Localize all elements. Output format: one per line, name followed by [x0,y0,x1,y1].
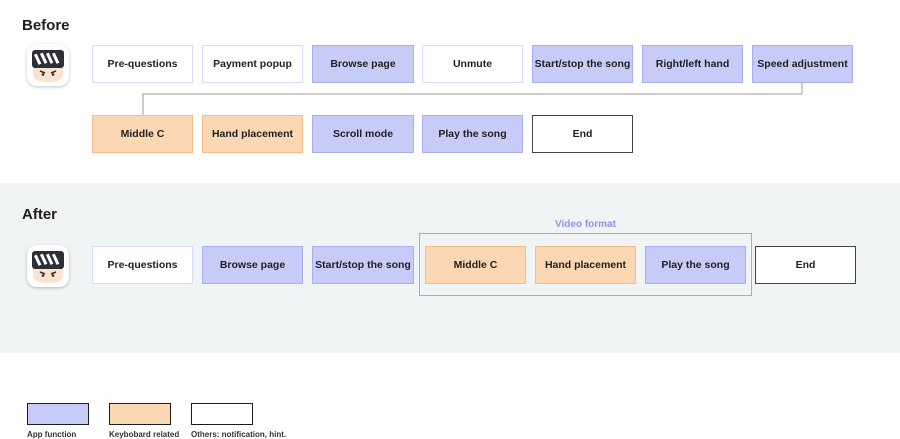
before-step-scroll-mode: Scroll mode [312,115,414,153]
legend-keyboard-swatch [109,403,171,425]
before-step-middle-c: Middle C [92,115,193,153]
before-step-unmute: Unmute [422,45,523,83]
legend-other-swatch [191,403,253,425]
before-step-browse-page: Browse page [312,45,414,83]
legend-other-label: Others: notification, hint. [191,430,287,439]
after-step-hand-placement: Hand placement [535,246,636,284]
legend-app-label: App function [27,430,77,439]
after-step-play-song: Play the song [645,246,746,284]
before-title: Before [22,17,70,34]
after-title: After [22,206,58,223]
legend-keyboard-label: Keybobard related [109,430,180,439]
video-format-group [419,233,752,296]
before-step-speed-adjustment: Speed adjustment [752,45,853,83]
piano-character-icon [27,245,69,287]
after-step-pre-questions: Pre-questions [92,246,193,284]
before-step-end: End [532,115,633,153]
before-step-play-song: Play the song [422,115,523,153]
before-step-pre-questions: Pre-questions [92,45,193,83]
before-step-hand-placement: Hand placement [202,115,303,153]
video-format-label: Video format [555,219,616,230]
before-step-right-left-hand: Right/left hand [642,45,743,83]
after-step-middle-c: Middle C [425,246,526,284]
before-step-payment-popup: Payment popup [202,45,303,83]
before-step-start-stop-song: Start/stop the song [532,45,633,83]
after-step-end: End [755,246,856,284]
piano-character-icon [27,44,69,86]
legend-app-swatch [27,403,89,425]
after-step-browse-page: Browse page [202,246,303,284]
after-step-start-stop-song: Start/stop the song [312,246,414,284]
